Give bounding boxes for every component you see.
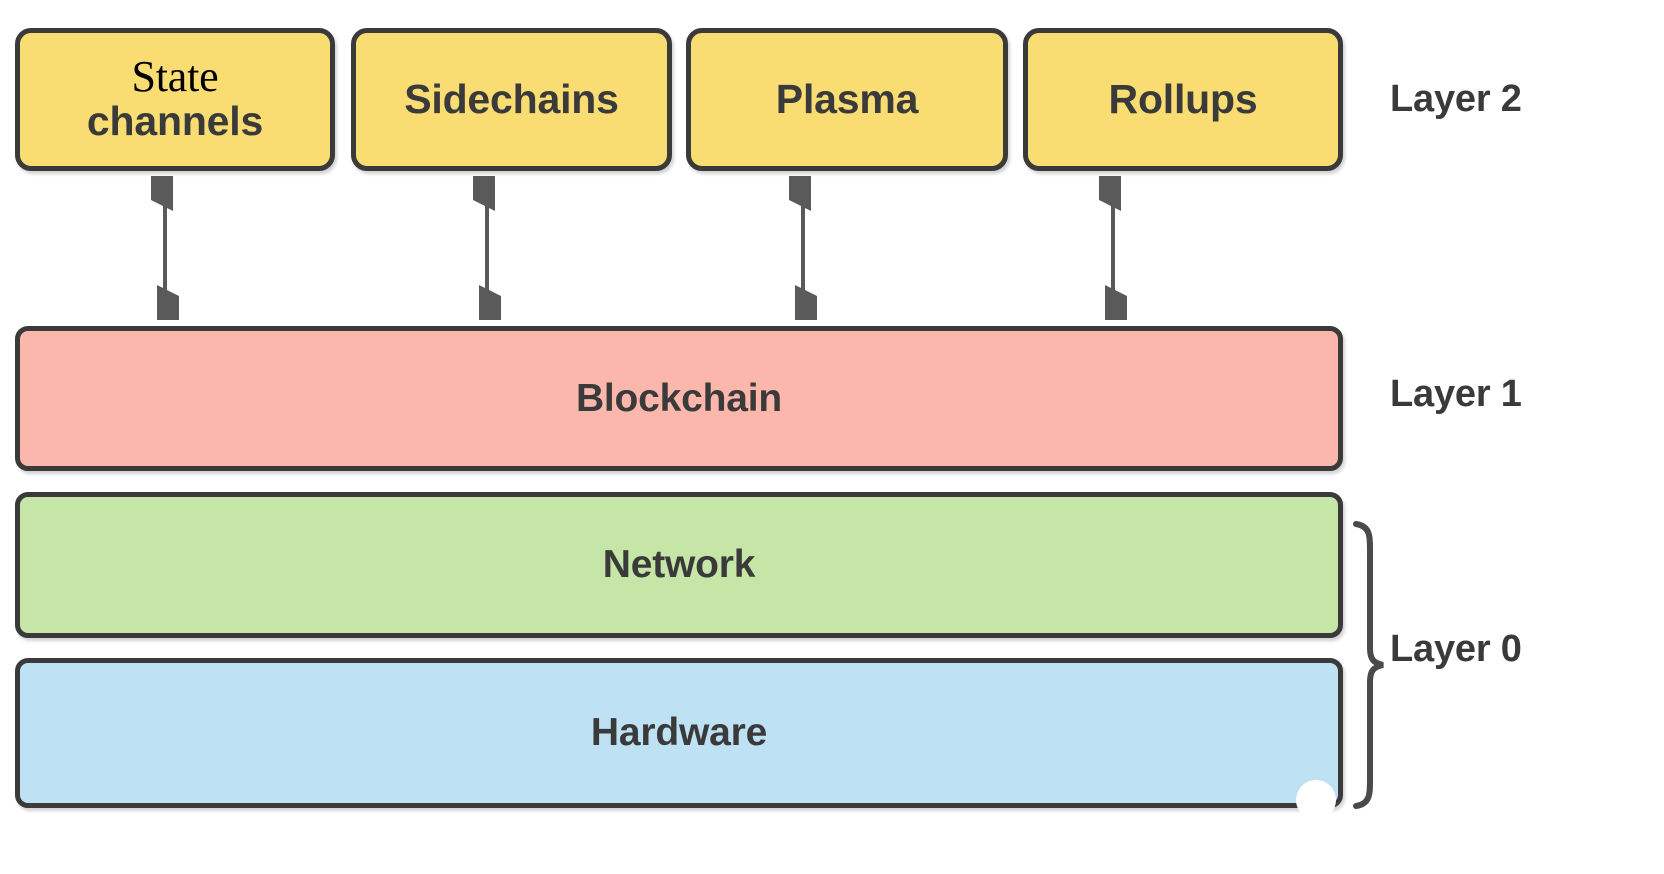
double-arrow-icon <box>473 176 501 320</box>
double-arrow-icon <box>789 176 817 320</box>
double-arrow-icon <box>1099 176 1127 320</box>
layer2-box-state-channels[interactable]: State channels <box>15 28 335 171</box>
layer2-box-sidechains[interactable]: Sidechains <box>351 28 672 171</box>
curly-brace-icon <box>1353 521 1384 809</box>
layer2-box-label: State channels <box>86 51 264 145</box>
layer0-bar-network[interactable]: Network <box>15 492 1343 638</box>
layer1-bar-blockchain[interactable]: Blockchain <box>15 326 1343 471</box>
layer2-box-rollups[interactable]: Rollups <box>1023 28 1343 171</box>
layer0-bar-label: Hardware <box>590 711 768 755</box>
double-arrow-icon <box>151 176 179 320</box>
state-channels-line2: channels <box>86 97 264 144</box>
state-channels-line1: State <box>131 51 219 101</box>
layer2-box-plasma[interactable]: Plasma <box>686 28 1008 171</box>
layer0-bar-label: Network <box>602 543 756 587</box>
layer1-bar-label: Blockchain <box>575 376 783 420</box>
layer2-caption: Layer 2 <box>1390 78 1522 120</box>
image-crop-artifact <box>1296 780 1336 820</box>
layer2-box-label: Rollups <box>1108 75 1258 122</box>
layer1-caption: Layer 1 <box>1390 373 1522 415</box>
layer2-box-label: Plasma <box>775 75 919 122</box>
layer2-box-label: Sidechains <box>404 75 619 122</box>
layer0-caption: Layer 0 <box>1390 628 1522 670</box>
layer0-bar-hardware[interactable]: Hardware <box>15 658 1343 808</box>
